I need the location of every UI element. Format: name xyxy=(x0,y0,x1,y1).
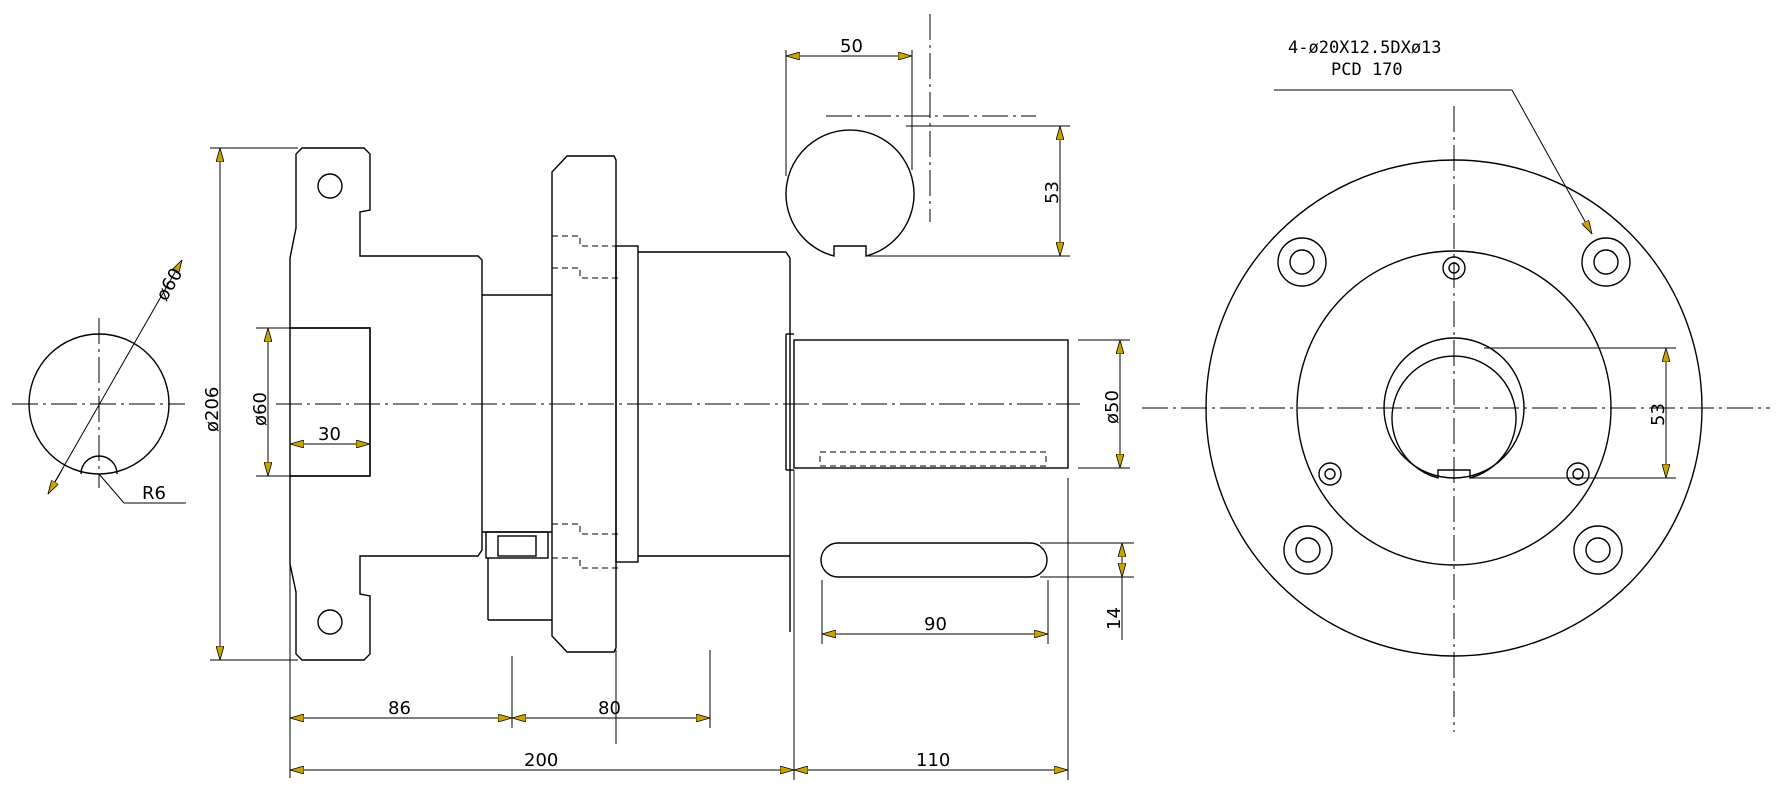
flange-end-view: 53 4-ø20X12.5DXø13 PCD 170 xyxy=(1142,38,1770,732)
dim-length-80: 80 xyxy=(598,698,621,719)
dim-length-86: 86 xyxy=(388,698,411,719)
dim-key-height: 53 xyxy=(1042,181,1063,204)
keyway-slot-view: 14 90 xyxy=(820,542,1134,644)
keyed-shaft-section: 50 53 xyxy=(785,14,1070,257)
note-bolt-holes: 4-ø20X12.5DXø13 xyxy=(1288,38,1442,58)
side-view-dimensions: ø206 ø60 30 86 80 200 110 ø50 xyxy=(202,147,1130,780)
dim-bore-depth: 30 xyxy=(318,424,341,445)
dim-bore-dia: ø60 xyxy=(250,392,271,426)
dim-end-bore-height: 53 xyxy=(1648,403,1669,426)
dim-slot-width: 14 xyxy=(1104,607,1125,630)
dim-shaft-circle-dia: ø60 xyxy=(152,265,187,305)
dim-radius: R6 xyxy=(142,483,166,504)
dim-shaft-dia: ø50 xyxy=(1102,390,1123,424)
dim-length-200: 200 xyxy=(524,750,558,771)
dim-flange-dia: ø206 xyxy=(202,387,223,432)
dim-slot-length: 90 xyxy=(924,614,947,635)
dim-length-110: 110 xyxy=(916,750,950,771)
shaft-section-view: ø60 R6 xyxy=(12,260,187,504)
dim-key-width: 50 xyxy=(840,36,863,57)
main-side-view xyxy=(276,147,1080,661)
note-pcd: PCD 170 xyxy=(1331,60,1403,80)
